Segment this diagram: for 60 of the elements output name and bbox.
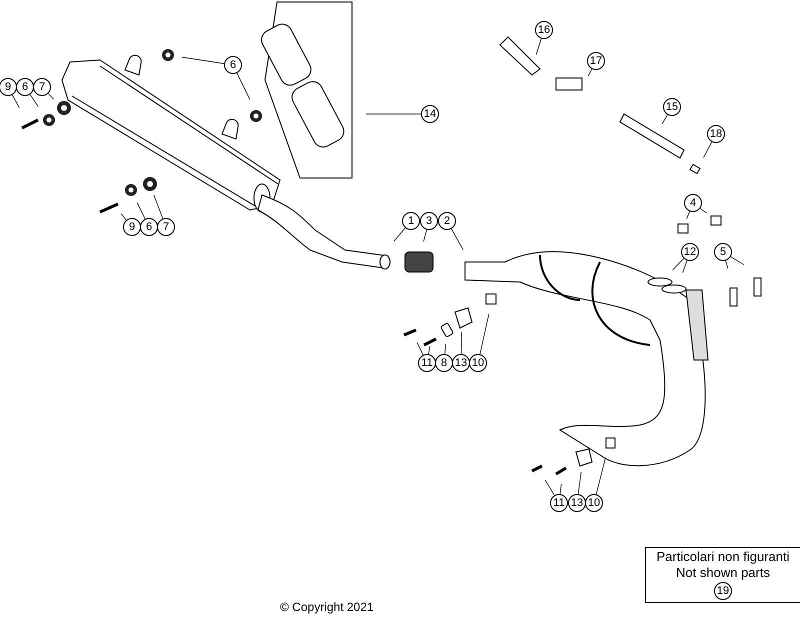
leader-line <box>672 258 684 270</box>
callout-number: 5 <box>714 243 732 261</box>
leader-line <box>725 260 728 269</box>
leader-line <box>544 480 555 496</box>
leader-line <box>30 94 38 107</box>
leader-line <box>428 346 430 354</box>
leader-line <box>423 229 428 242</box>
leader-line <box>703 142 712 158</box>
callout-number: 19 <box>714 582 732 600</box>
callout-number: 16 <box>535 21 553 39</box>
leader-line <box>181 56 224 64</box>
callout-number: 2 <box>438 212 456 230</box>
callout-number: 10 <box>469 354 487 372</box>
leader-line <box>460 332 462 354</box>
callout-number: 9 <box>123 218 141 236</box>
callout-number: 7 <box>157 218 175 236</box>
leader-line <box>662 114 668 124</box>
leader-line <box>48 93 54 100</box>
note-text: Not shown parts <box>676 565 770 581</box>
leader-line <box>416 342 424 356</box>
leader-line <box>536 38 542 55</box>
leader-line <box>120 214 127 220</box>
note-box <box>645 547 800 603</box>
leader-line <box>12 94 20 108</box>
leader-line <box>236 72 250 100</box>
leader-line <box>444 344 446 354</box>
leader-line <box>480 313 490 355</box>
callout-number: 13 <box>568 494 586 512</box>
callout-number: 1 <box>402 212 420 230</box>
callout-number: 18 <box>707 125 725 143</box>
leader-line <box>700 208 708 214</box>
callout-number: 4 <box>684 194 702 212</box>
callout-number: 14 <box>421 105 439 123</box>
callout-number: 3 <box>420 212 438 230</box>
callout-number: 7 <box>33 78 51 96</box>
leader-line <box>560 484 562 494</box>
callout-number: 10 <box>585 494 603 512</box>
leader-line <box>730 256 744 266</box>
copyright-text: © Copyright 2021 <box>280 599 374 616</box>
leader-line <box>588 68 592 76</box>
callout-number: 8 <box>435 354 453 372</box>
callout-number: 6 <box>140 218 158 236</box>
leader-line <box>136 202 146 220</box>
leader-line <box>686 211 690 220</box>
callout-number: 11 <box>550 494 568 512</box>
callout-number: 15 <box>663 98 681 116</box>
callout-number: 17 <box>587 52 605 70</box>
callout-number: 12 <box>681 243 699 261</box>
callout-number: 9 <box>0 78 17 96</box>
note-text: Particolari non figuranti <box>656 549 790 565</box>
callout-number: 6 <box>16 78 34 96</box>
leader-line <box>394 228 406 242</box>
leader-line <box>451 228 464 250</box>
callout-number: 6 <box>224 56 242 74</box>
callout-number: 11 <box>418 354 436 372</box>
leader-line <box>596 457 606 495</box>
leader-line <box>682 260 688 274</box>
callout-number: 13 <box>452 354 470 372</box>
leader-line <box>154 194 164 219</box>
leader-line <box>578 472 582 494</box>
